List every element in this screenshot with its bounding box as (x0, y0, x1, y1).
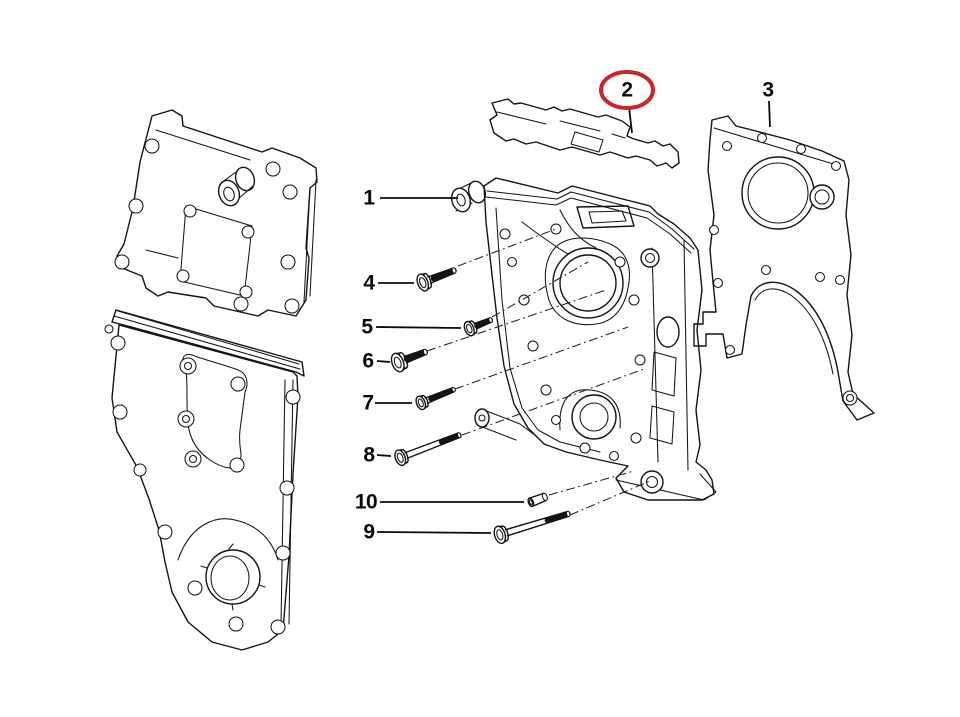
rear-gasket-bolt-holes (708, 132, 858, 406)
timing-case-center-opening (544, 237, 630, 326)
highlight-ellipse (599, 70, 655, 110)
timing-case-seal-boss (559, 389, 621, 440)
cover-front-view-drawing (104, 309, 305, 651)
dowel-pin-10-drawing (527, 492, 548, 508)
callout-1-label[interactable]: 1 (363, 186, 375, 210)
bolt-4-drawing (416, 267, 457, 292)
bolt-9-drawing (493, 510, 571, 545)
rear-gasket-drawing (693, 115, 875, 421)
callout-10-label[interactable]: 10 (354, 490, 378, 514)
cover-rear-view-drawing (114, 109, 318, 317)
callout-7-label[interactable]: 7 (362, 391, 374, 415)
cover-rear-bolt-holes (114, 138, 300, 314)
timing-case-left-boss (450, 180, 487, 213)
callout-4-label[interactable]: 4 (363, 271, 375, 295)
timing-case-bolt-holes (499, 223, 646, 462)
bolt-6-drawing (390, 348, 429, 373)
callout-5-label[interactable]: 5 (361, 315, 373, 339)
cover-front-seal-opening (200, 543, 266, 611)
timing-case-foot (615, 470, 717, 501)
callout-leader-lines (375, 100, 771, 534)
callout-6-label[interactable]: 6 (362, 349, 374, 373)
cover-front-gasket-strip (104, 309, 305, 377)
bolt-7-drawing (415, 386, 456, 411)
callout-9-label[interactable]: 9 (363, 520, 375, 544)
upper-gasket-drawing (489, 98, 680, 169)
rear-gasket-main-opening (741, 156, 815, 230)
callout-2-label[interactable]: 2 (621, 78, 633, 102)
cover-front-bolt-holes (110, 335, 301, 635)
timing-case-drawing (450, 177, 717, 501)
bolt-5-drawing (463, 317, 494, 337)
callout-3-label[interactable]: 3 (762, 78, 774, 102)
assembly-axis-lines (426, 228, 651, 516)
callout-8-label[interactable]: 8 (363, 443, 375, 467)
cover-front-inner-bosses (177, 357, 246, 473)
bolt-8-drawing (394, 432, 462, 467)
